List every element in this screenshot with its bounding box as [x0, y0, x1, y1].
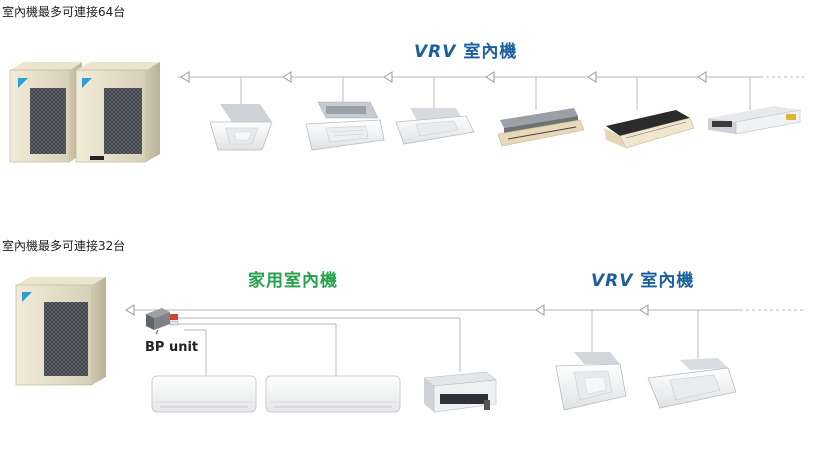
daikin-outdoor-unit-icon	[9, 62, 160, 163]
bottom-refrigerant-pipe	[126, 309, 804, 376]
vrv-indoor-title-bottom: VRV 室內機	[591, 266, 694, 291]
top-refrigerant-pipe	[178, 76, 804, 110]
daikin-outdoor-unit-icon	[15, 277, 106, 386]
ceiling-cassette-icon	[555, 352, 627, 411]
section1-caption: 室內機最多可連接64台	[2, 5, 126, 19]
bp-unit-icon	[146, 308, 179, 335]
section2-caption: 室內機最多可連接32台	[2, 239, 126, 253]
vrv-label: VRV	[414, 42, 457, 62]
flow-arrow-icon	[180, 71, 707, 83]
ceiling-cassette-icon	[604, 110, 695, 149]
indoor-unit-label: 室內機	[633, 271, 695, 291]
ceiling-cassette-icon	[647, 358, 737, 409]
bp-unit-label: BP unit	[145, 340, 199, 355]
ducted-unit-icon	[497, 108, 585, 147]
ducted-unit-icon	[708, 106, 801, 135]
vrv-label: VRV	[591, 271, 634, 291]
flow-arrow-icon	[125, 304, 649, 316]
home-indoor-title: 家用室內機	[248, 271, 338, 291]
wall-mounted-unit-icon	[151, 375, 257, 413]
ceiling-cassette-icon	[395, 108, 475, 145]
wall-mounted-unit-icon	[265, 375, 401, 413]
indoor-unit-label: 室內機	[456, 42, 518, 62]
ducted-unit-icon	[423, 371, 497, 413]
ceiling-cassette-icon	[305, 101, 385, 151]
vrv-indoor-title-top: VRV 室內機	[414, 37, 517, 62]
ceiling-cassette-icon	[209, 104, 273, 151]
